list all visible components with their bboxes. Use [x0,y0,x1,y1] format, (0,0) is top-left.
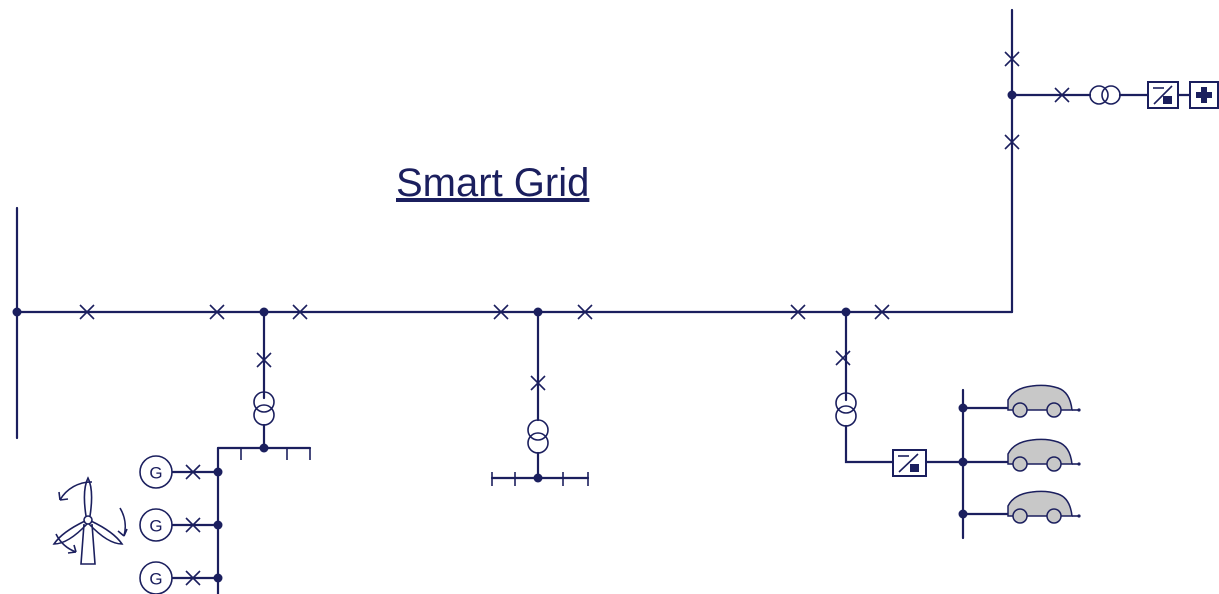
battery-icon [1189,81,1219,109]
diagram-title: Smart Grid [396,161,589,205]
node-lv-busbar-2 [533,473,543,483]
circuit-breaker-icon [835,350,851,366]
ev-charger-2 [961,438,1082,472]
ev-charger-1 [958,384,1082,418]
node-lv-busbar-1 [259,443,269,453]
svg-text:G: G [149,570,162,589]
generator-1: G [139,455,223,489]
electric-car-icon [1007,438,1082,472]
generator-3: G [139,561,223,594]
feeder-3-line-2 [844,424,895,464]
transformer-icon [1089,85,1121,105]
electric-car-icon [1007,384,1082,418]
ev-charger-3 [958,490,1082,524]
svg-text:G: G [149,517,162,536]
node-left-busbar [12,307,22,317]
generator-2: G [139,508,223,542]
transformer-icon [527,419,549,454]
converter-icon [1147,81,1179,109]
generator-icon [139,508,173,542]
converter-icon [892,449,927,477]
generator-icon [139,561,173,594]
svg-text:G: G [149,464,162,483]
generator-icon [139,455,173,489]
wind-turbine-icon [52,476,128,565]
electric-car-icon [1007,490,1082,524]
